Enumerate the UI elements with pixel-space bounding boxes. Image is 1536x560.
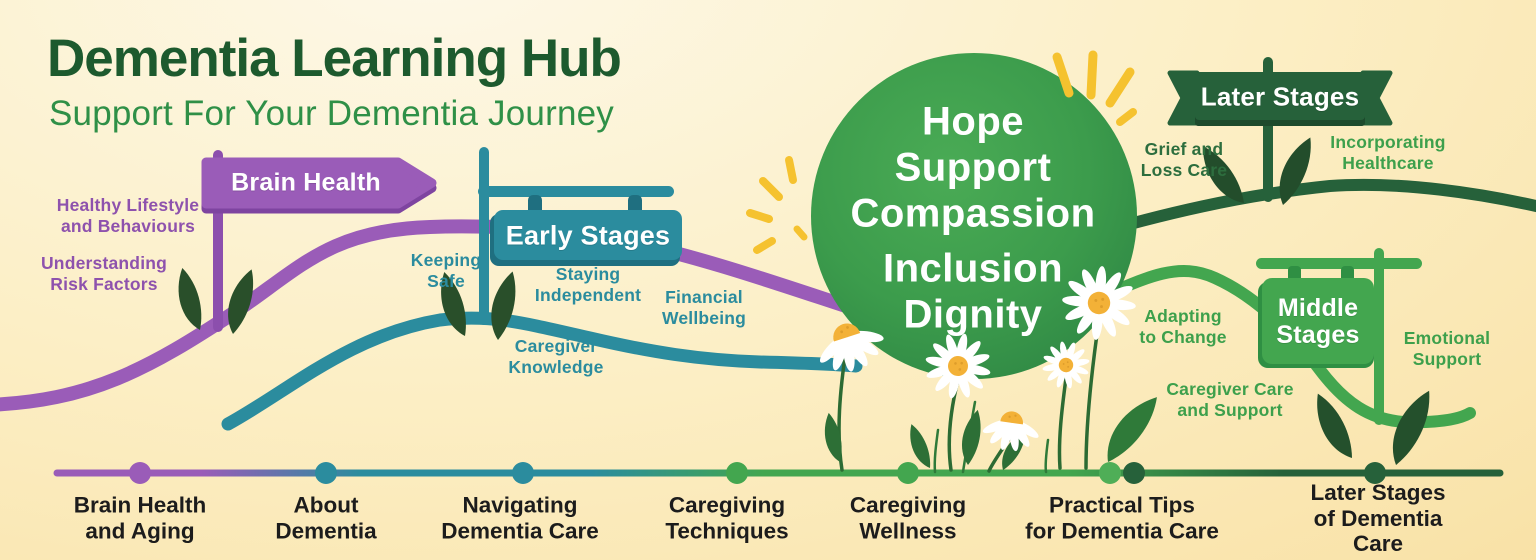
topic-grief-loss-care: Grief and Loss Care bbox=[1140, 139, 1228, 180]
brain-health-path bbox=[0, 219, 865, 412]
topic-emotional-support: Emotional Support bbox=[1403, 328, 1491, 369]
values-circle bbox=[811, 53, 1137, 379]
early-stages-sign-board bbox=[490, 210, 682, 266]
middle-stages-sign[interactable]: Middle Stages bbox=[1276, 294, 1360, 349]
topic-caregiver-knowledge: Caregiver Knowledge bbox=[508, 336, 604, 377]
value-inclusion: Inclusion bbox=[882, 246, 1064, 291]
topic-staying-independent: Staying Independent bbox=[534, 264, 642, 305]
topic-financial-wellbeing: Financial Wellbeing bbox=[661, 287, 747, 328]
page-title: Dementia Learning Hub bbox=[47, 29, 622, 88]
topic-caregiver-care-support: Caregiver Care and Support bbox=[1166, 379, 1294, 420]
topic-healthy-lifestyle: Healthy Lifestyle and Behaviours bbox=[56, 195, 200, 236]
page-subtitle: Support For Your Dementia Journey bbox=[49, 94, 614, 133]
daisy-flowers bbox=[809, 262, 1164, 474]
timeline-item-caregiving-wellness[interactable]: Caregiving Wellness bbox=[849, 492, 967, 544]
brain-health-sign[interactable]: Brain Health bbox=[231, 168, 381, 197]
topic-keeping-safe: Keeping Safe bbox=[410, 250, 482, 291]
timeline-item-about-dementia[interactable]: About Dementia bbox=[275, 492, 377, 544]
brain-health-sign-board bbox=[201, 157, 437, 214]
later-stages-path bbox=[1084, 178, 1536, 241]
timeline-dot bbox=[897, 462, 919, 484]
value-dignity: Dignity bbox=[903, 292, 1043, 337]
value-compassion: Compassion bbox=[850, 191, 1096, 236]
topic-adapting-to-change: Adapting to Change bbox=[1139, 306, 1227, 347]
topic-understanding-risk-factors: Understanding Risk Factors bbox=[40, 253, 168, 294]
topic-incorporating-healthcare: Incorporating Healthcare bbox=[1330, 132, 1446, 173]
timeline-dot bbox=[726, 462, 748, 484]
timeline-dot bbox=[512, 462, 534, 484]
timeline-dot bbox=[1364, 462, 1386, 484]
middle-stages-sign-board bbox=[1258, 278, 1374, 368]
values-circle-text: Hope Support Compassion Inclusion Dignit… bbox=[808, 99, 1138, 338]
sunburst-icon bbox=[1052, 50, 1137, 126]
early-stages-sign[interactable]: Early Stages bbox=[505, 220, 671, 251]
later-stages-sign[interactable]: Later Stages bbox=[1200, 81, 1360, 112]
timeline-dot bbox=[129, 462, 151, 484]
timeline-dots bbox=[129, 462, 1386, 484]
leaf-icon bbox=[1305, 384, 1437, 470]
timeline-item-navigating-dementia-care[interactable]: Navigating Dementia Care bbox=[441, 492, 599, 544]
timeline-item-caregiving-techniques[interactable]: Caregiving Techniques bbox=[665, 492, 789, 544]
timeline-item-brain-health-and-aging[interactable]: Brain Health and Aging bbox=[73, 492, 207, 544]
early-stages-path bbox=[221, 311, 863, 431]
later-stages-sign-board bbox=[1167, 70, 1393, 126]
timeline-item-later-stages-care[interactable]: Later Stages of Dementia Care bbox=[1310, 479, 1446, 556]
timeline-dot bbox=[315, 462, 337, 484]
value-support: Support bbox=[894, 145, 1052, 190]
value-hope: Hope bbox=[922, 99, 1024, 144]
timeline-item-practical-tips[interactable]: Practical Tips for Dementia Care bbox=[1025, 492, 1219, 544]
sunburst-icon bbox=[746, 156, 808, 254]
timeline-dot bbox=[1099, 462, 1121, 484]
timeline-dot bbox=[1123, 462, 1145, 484]
